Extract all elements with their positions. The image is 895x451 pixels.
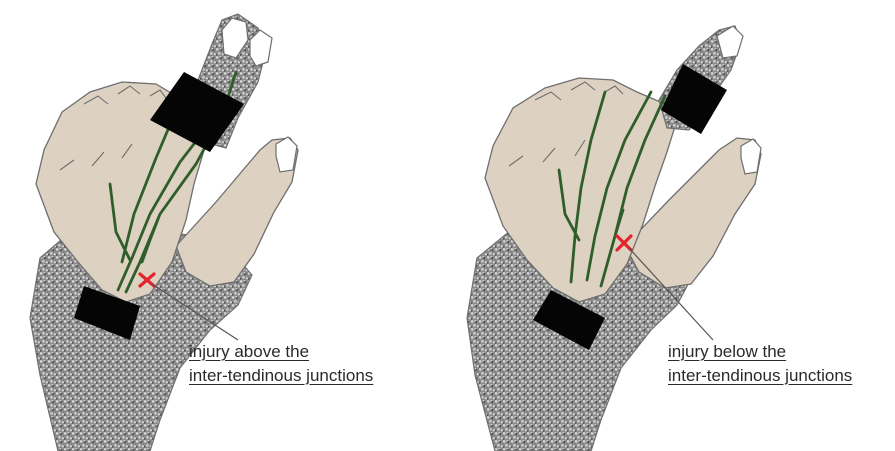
caption-above: injury above the inter-tendinous junctio… bbox=[189, 340, 373, 388]
caption-below: injury below the inter-tendinous junctio… bbox=[668, 340, 852, 388]
thumbnail bbox=[741, 139, 761, 174]
caption-line-1: injury below the bbox=[668, 340, 852, 364]
caption-line-2: inter-tendinous junctions bbox=[668, 364, 852, 388]
diagram-panel-below: injury below the inter-tendinous junctio… bbox=[455, 0, 895, 451]
caption-line-1: injury above the bbox=[189, 340, 373, 364]
diagram-panel-above: injury above the inter-tendinous junctio… bbox=[0, 0, 440, 451]
caption-line-2: inter-tendinous junctions bbox=[189, 364, 373, 388]
thumbnail bbox=[276, 137, 297, 172]
